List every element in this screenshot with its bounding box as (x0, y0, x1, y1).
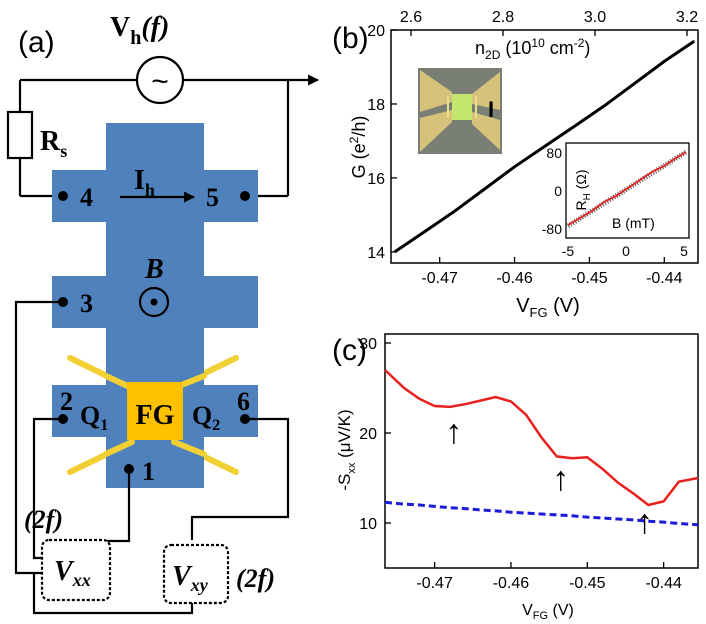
contact-5-dot (240, 191, 250, 201)
panel-b-conductance-line (393, 39, 696, 254)
floating-gate (127, 382, 183, 440)
vxy-freq-label: (2f) (236, 564, 275, 593)
contact-3-label: 3 (80, 289, 93, 318)
panel-c-ytick-label: 30 (359, 336, 377, 353)
panel-b-top-tick-label: 2.6 (400, 9, 422, 26)
panel-c-ytick-label: 10 (359, 516, 377, 533)
inset-ytick-m80: -80 (542, 221, 562, 237)
panel-a-label: (a) (18, 26, 55, 59)
panel-b-ylabel: G (e2/h) (347, 116, 369, 179)
ac-source-icon (135, 55, 185, 105)
panel-b-top-label: n2D (1010 cm-2) (475, 36, 590, 62)
vxx-meter (40, 538, 112, 602)
panel-c-xlabel: VFG (V) (522, 602, 574, 622)
qpc2-label: Q2 (192, 401, 220, 434)
panel-c-label: (c) (332, 334, 367, 367)
source-label: Vh(f) (110, 12, 169, 49)
vxy-label: Vxy (172, 561, 209, 595)
vxy-meter (162, 543, 230, 605)
resistor-label: Rs (40, 126, 67, 161)
floating-gate-label: FG (136, 400, 175, 431)
device-micrograph-inset: I (418, 68, 502, 154)
current-label: Ih (134, 165, 155, 200)
panel-b: (b) -0.47 -0.46 -0.45 -0.44 14 16 18 20 2.6 2.8 3.… (332, 9, 699, 320)
panel-b-axes (390, 29, 699, 264)
panel-b-ticks: -0.47 -0.46 -0.45 -0.44 14 16 18 20 2.6 2.8 3.0 3.2 (367, 9, 698, 287)
panel-b-xtick-label: -0.47 (421, 270, 458, 287)
panel-c-calculated-seebeck-line (384, 500, 699, 527)
panel-b-xtick-label: -0.46 (496, 270, 533, 287)
panel-b-ytick-label: 20 (367, 23, 385, 40)
panel-b-xtick-label: -0.44 (646, 270, 683, 287)
panel-b-top-tick-label: 3.2 (676, 9, 698, 26)
ac-source-glyph: ~ (151, 65, 169, 98)
contact-4-label: 4 (80, 183, 93, 212)
panel-c-ytick-label: 20 (359, 426, 377, 443)
panel-c-arrow-icon: ↑ (636, 503, 653, 541)
inset-xtick-5: 5 (680, 243, 688, 259)
field-out-of-page-icon (138, 286, 170, 318)
panel-b-ytick-label: 18 (367, 97, 385, 114)
inset-scale-label: I (488, 97, 494, 122)
contact-2-label: 2 (60, 387, 73, 416)
field-label: B (144, 254, 164, 285)
panel-c-measured-seebeck-line (384, 369, 699, 507)
panel-c-xtick-label: -0.46 (493, 575, 530, 592)
panel-b-ytick-label: 14 (367, 245, 385, 262)
inset-ytick-0: 0 (554, 183, 562, 199)
hall-resistance-inset: 80 0 -80 -5 0 5 B (mT) RH (Ω) (542, 142, 690, 259)
panel-b-xlabel: VFG (V) (516, 295, 580, 320)
panel-c-arrow-icon: ↑ (552, 460, 569, 498)
inset-xtick-0: 0 (622, 243, 630, 259)
inset-xlabel: B (mT) (612, 215, 655, 231)
panel-a: (a) Vh(f) ~ Rs (6, 12, 320, 615)
panel-c-xtick-label: -0.47 (416, 575, 453, 592)
panel-c-ylabel: -Sxx (μV/K) (335, 409, 358, 490)
panel-c-axes (384, 333, 699, 569)
panel-c-arrows: ↑ ↑ ↑ (445, 413, 653, 541)
panel-b-top-tick-label: 3.0 (584, 9, 606, 26)
inset-ylabel: RH (Ω) (573, 169, 593, 210)
panel-b-top-tick-label: 2.8 (492, 9, 514, 26)
vxx-label: Vxx (54, 556, 91, 590)
panel-c: (c) -0.47 -0.46 -0.45 -0.44 10 20 30 ↑ ↑ ↑ -Sxx … (332, 333, 699, 622)
contact-1-label: 1 (142, 457, 155, 486)
contact-6-label: 6 (237, 387, 250, 416)
contact-4-dot (58, 191, 68, 201)
contact-5-label: 5 (206, 183, 219, 212)
panel-c-arrow-icon: ↑ (445, 413, 462, 451)
panel-c-xtick-label: -0.45 (569, 575, 606, 592)
resistor-icon (6, 110, 34, 160)
panel-b-xtick-label: -0.45 (571, 270, 608, 287)
panel-b-ytick-label: 16 (367, 171, 385, 188)
qpc1-label: Q1 (80, 401, 108, 434)
panel-c-xtick-label: -0.44 (645, 575, 682, 592)
inset-xtick-m5: -5 (562, 243, 575, 259)
vxx-freq-label: (2f) (24, 505, 63, 534)
panel-b-label: (b) (332, 22, 369, 55)
inset-ytick-80: 80 (546, 145, 562, 161)
panel-c-ticks: -0.47 -0.46 -0.45 -0.44 10 20 30 (359, 336, 682, 592)
